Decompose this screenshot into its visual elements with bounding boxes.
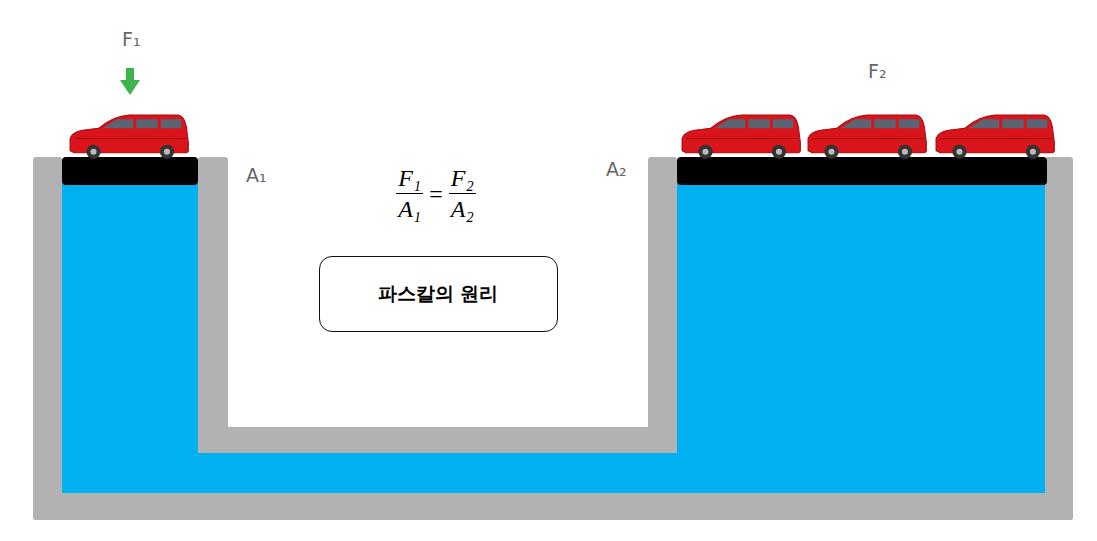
car-window bbox=[1002, 119, 1023, 128]
formula-term: F₁ bbox=[396, 166, 423, 194]
car-window bbox=[874, 119, 895, 128]
car-window bbox=[136, 119, 157, 128]
car-wheel bbox=[898, 145, 912, 159]
car-window bbox=[161, 119, 181, 128]
car-trim bbox=[74, 138, 186, 139]
car-wheel bbox=[698, 145, 712, 159]
piston bbox=[62, 157, 198, 185]
force-label: F₁ bbox=[122, 30, 141, 49]
container-wall bbox=[198, 427, 677, 453]
cars bbox=[70, 115, 1054, 159]
title-box: 파스칼의 원리 bbox=[319, 256, 558, 332]
car-hub bbox=[902, 149, 908, 155]
car bbox=[682, 115, 800, 159]
force-arrow bbox=[120, 80, 140, 95]
car-wheel bbox=[160, 145, 174, 159]
force-label: F₂ bbox=[868, 62, 887, 81]
container-wall bbox=[33, 157, 62, 520]
car bbox=[936, 115, 1054, 159]
car-window bbox=[715, 119, 746, 128]
area-label: A₂ bbox=[606, 160, 627, 179]
container-wall bbox=[33, 493, 1073, 520]
formula-term: A₁ bbox=[396, 194, 423, 222]
area-label: A₁ bbox=[246, 166, 267, 185]
car-trim bbox=[686, 138, 798, 139]
car-wheel bbox=[772, 145, 786, 159]
car-window bbox=[841, 119, 872, 128]
fraction: F₁A₁ bbox=[396, 166, 423, 222]
container-wall bbox=[198, 157, 228, 453]
car-window bbox=[969, 119, 1000, 128]
container-wall bbox=[648, 157, 677, 453]
node-title: 파스칼의 원리 bbox=[378, 281, 499, 307]
fraction: F₂A₂ bbox=[449, 166, 476, 222]
car-hub bbox=[776, 149, 782, 155]
car-hub bbox=[1030, 149, 1036, 155]
car-hub bbox=[164, 149, 170, 155]
fluid bbox=[677, 183, 1045, 493]
car bbox=[808, 115, 926, 159]
car-trim bbox=[940, 138, 1052, 139]
car-wheel bbox=[824, 145, 838, 159]
container-wall bbox=[1045, 157, 1073, 520]
car-window bbox=[899, 119, 919, 128]
piston bbox=[677, 157, 1047, 185]
car-window bbox=[103, 119, 134, 128]
car-hub bbox=[90, 149, 96, 155]
car-hub bbox=[702, 149, 708, 155]
car-trim bbox=[812, 138, 924, 139]
formula-term: A₂ bbox=[449, 194, 476, 222]
car-hub bbox=[956, 149, 962, 155]
formula-term: F₂ bbox=[449, 166, 476, 194]
formula-operator: = bbox=[429, 181, 443, 208]
car-wheel bbox=[952, 145, 966, 159]
car-window bbox=[1027, 119, 1047, 128]
car-wheel bbox=[86, 145, 100, 159]
car-wheel bbox=[1026, 145, 1040, 159]
car bbox=[70, 115, 188, 159]
car-window bbox=[748, 119, 769, 128]
car-window bbox=[773, 119, 793, 128]
formula: F₁A₁=F₂A₂ bbox=[396, 166, 476, 222]
fluid bbox=[62, 183, 198, 493]
car-hub bbox=[828, 149, 834, 155]
